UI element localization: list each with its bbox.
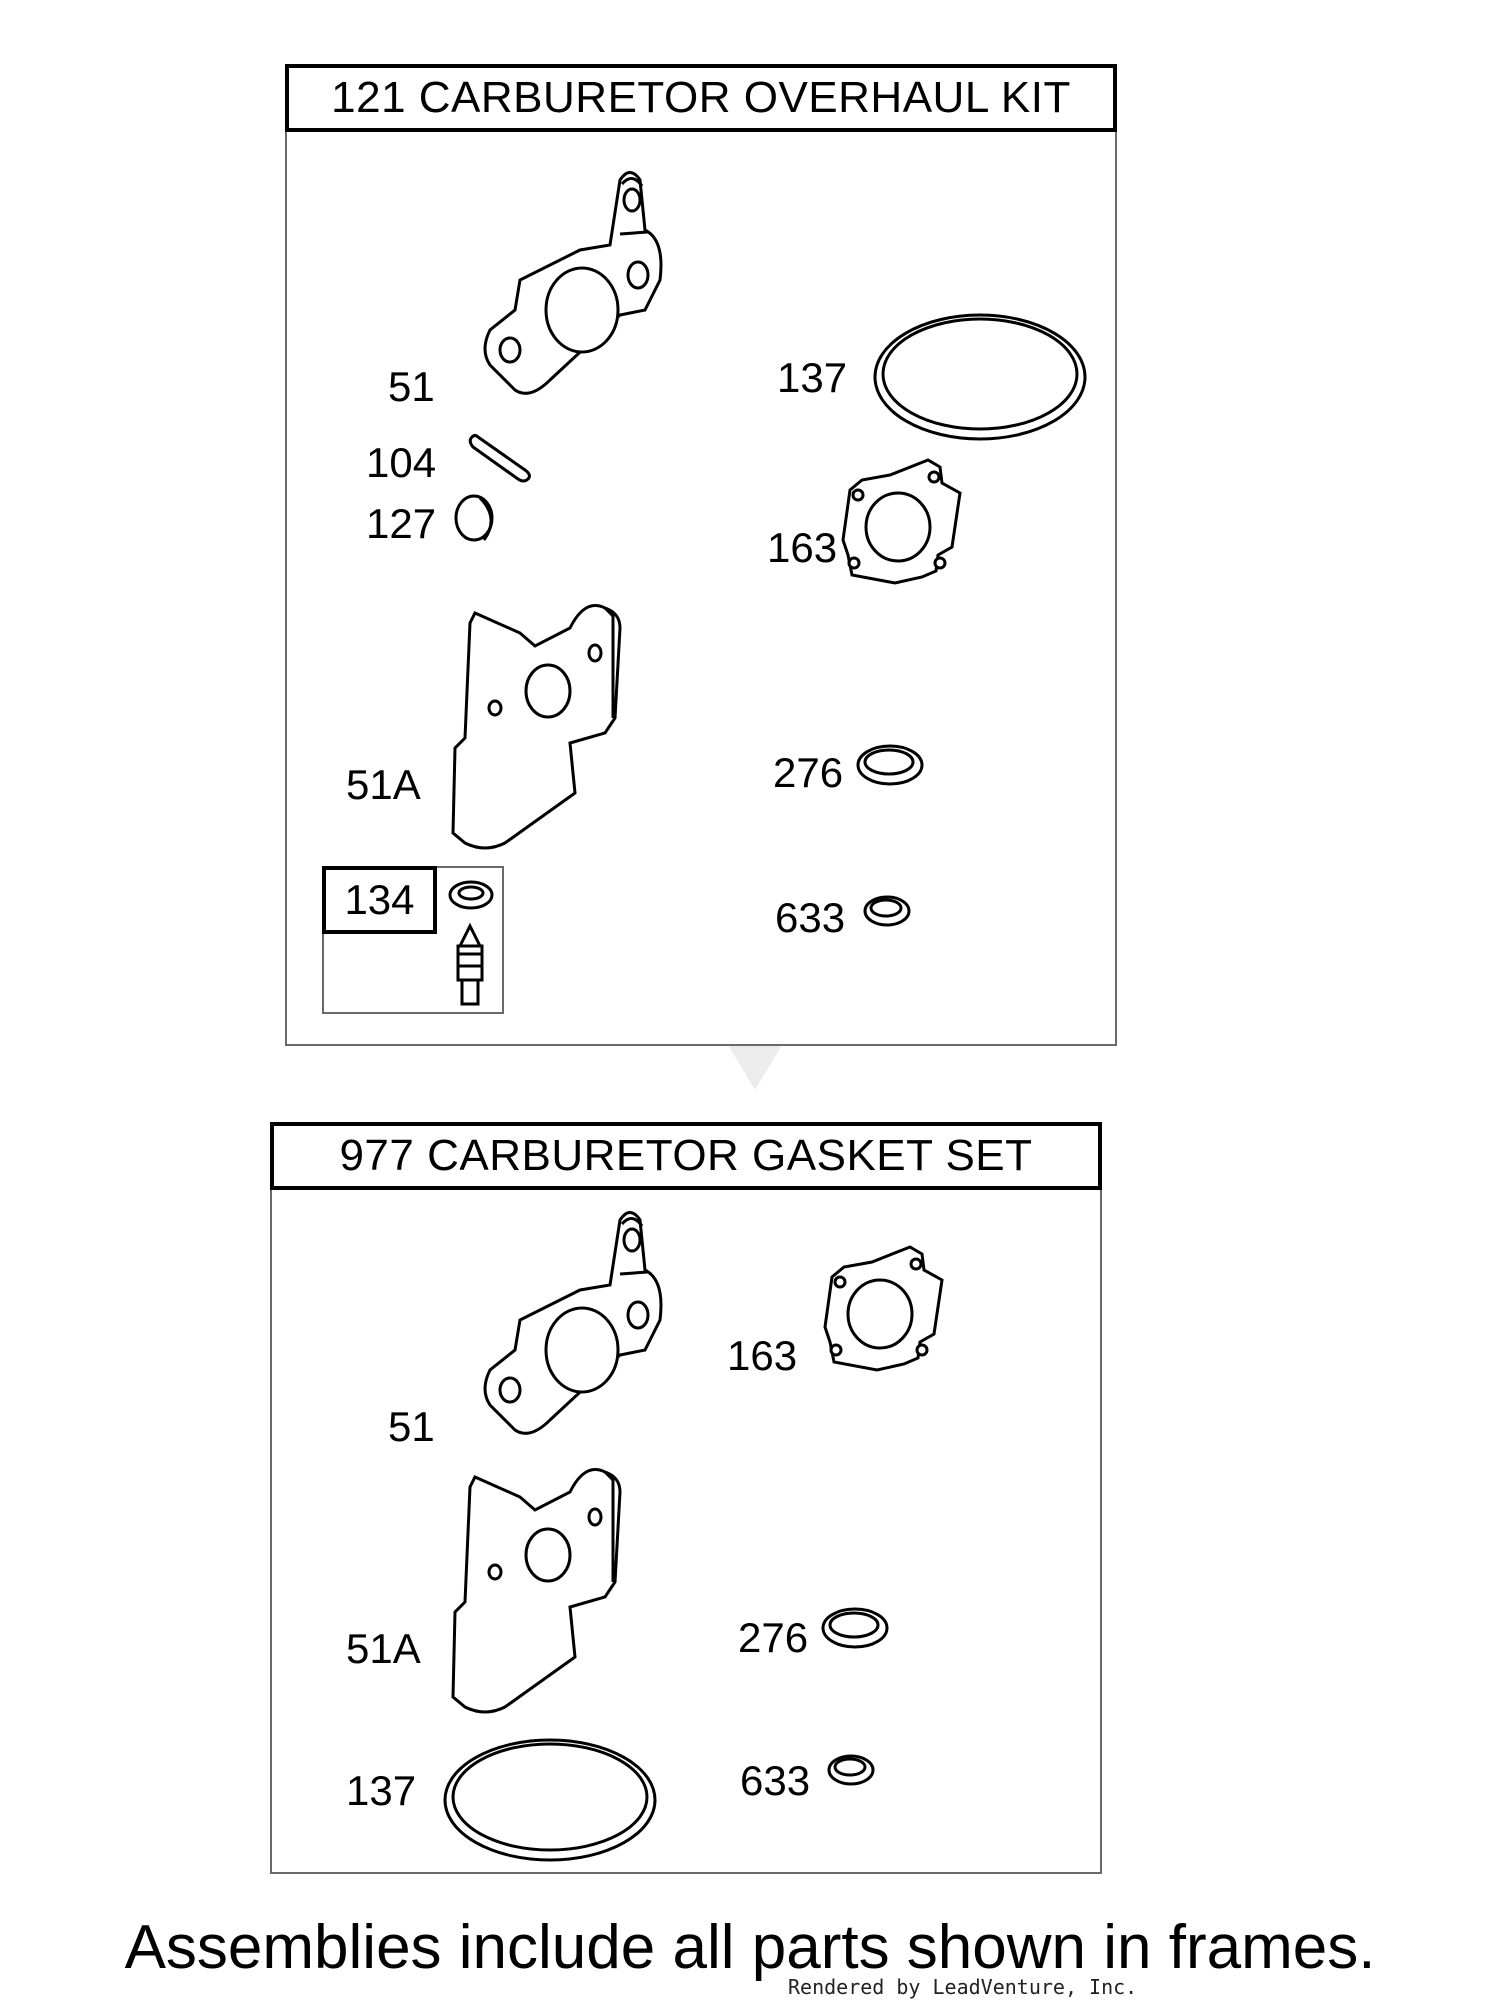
callout-633: 633 bbox=[740, 1757, 811, 1804]
needle-valve-134-icon bbox=[456, 922, 484, 1006]
callout-137: 137 bbox=[777, 354, 848, 401]
gasket-163-icon bbox=[841, 458, 962, 585]
gasket-51a-icon bbox=[451, 604, 622, 850]
sub-assembly-134-title: 134 bbox=[322, 866, 437, 934]
washer-633-icon bbox=[827, 1754, 875, 1786]
callout-51a: 51A bbox=[346, 761, 421, 808]
callout-51a: 51A bbox=[346, 1625, 421, 1672]
washer-276-icon bbox=[856, 744, 924, 786]
callout-51: 51 bbox=[388, 363, 435, 410]
callout-276: 276 bbox=[773, 749, 844, 796]
gasket-51-icon bbox=[483, 171, 663, 395]
washer-633-icon bbox=[863, 895, 911, 927]
callout-137: 137 bbox=[346, 1767, 417, 1814]
callout-51: 51 bbox=[388, 1403, 435, 1450]
kit-121-title: 121 CARBURETOR OVERHAUL KIT bbox=[285, 64, 1117, 132]
kit-977-title: 977 CARBURETOR GASKET SET bbox=[270, 1122, 1102, 1190]
callout-163: 163 bbox=[727, 1332, 798, 1379]
callout-633: 633 bbox=[775, 894, 846, 941]
gasket-163-icon bbox=[823, 1245, 944, 1372]
callout-276: 276 bbox=[738, 1614, 809, 1661]
pin-104-icon bbox=[468, 434, 531, 483]
gasket-51a-icon bbox=[451, 1468, 622, 1714]
plug-127-icon bbox=[454, 494, 494, 542]
kit-977-frame bbox=[270, 1122, 1102, 1874]
footer-note: Assemblies include all parts shown in fr… bbox=[124, 1913, 1376, 1982]
gasket-51-icon bbox=[483, 1211, 663, 1435]
washer-276-icon bbox=[821, 1607, 889, 1649]
callout-163: 163 bbox=[767, 524, 838, 571]
seat-134-icon bbox=[448, 880, 494, 910]
render-credit: Rendered by LeadVenture, Inc. bbox=[788, 1975, 1138, 1999]
callout-104: 104 bbox=[366, 439, 437, 486]
callout-127: 127 bbox=[366, 500, 437, 547]
oring-137-icon bbox=[443, 1738, 657, 1862]
oring-137-icon bbox=[873, 313, 1087, 441]
